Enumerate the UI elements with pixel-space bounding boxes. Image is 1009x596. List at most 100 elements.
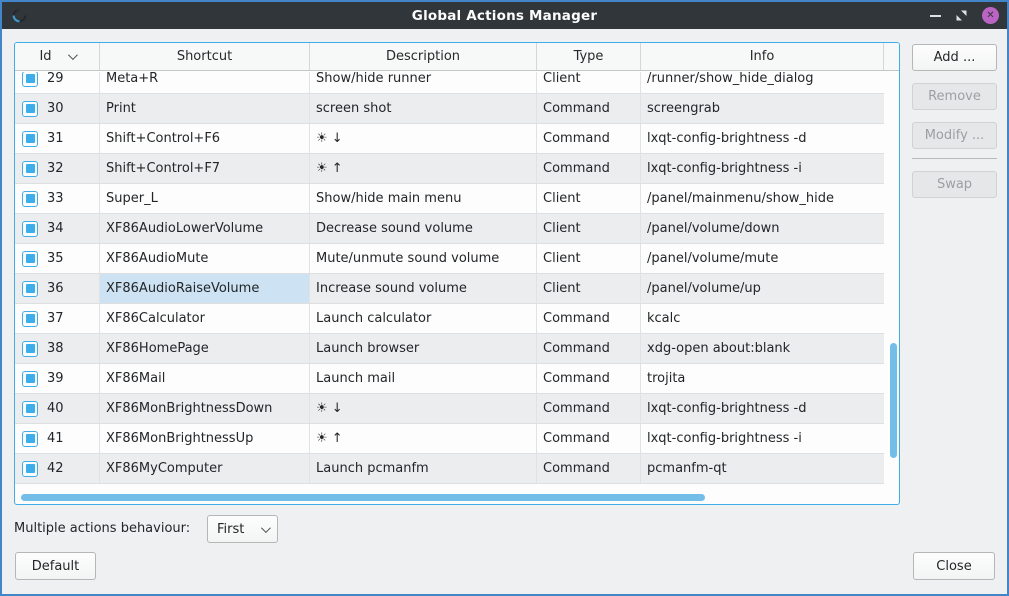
column-header-id[interactable]: Id (15, 43, 100, 70)
row-info-cell[interactable]: /runner/show_hide_dialog (647, 72, 814, 86)
row-info-cell[interactable]: lxqt-config-brightness -i (647, 161, 802, 176)
row-enabled-checkbox[interactable] (22, 130, 38, 147)
row-type-cell[interactable]: Client (537, 274, 641, 303)
row-info-cell[interactable]: pcmanfm-qt (647, 461, 727, 476)
row-description-cell[interactable]: ☀ ↓ (310, 394, 537, 423)
column-header-shortcut[interactable]: Shortcut (100, 43, 310, 70)
row-shortcut-cell[interactable]: XF86Mail (100, 364, 310, 393)
row-enabled-checkbox[interactable] (22, 160, 38, 177)
row-shortcut-cell[interactable]: XF86AudioLowerVolume (100, 214, 310, 243)
row-enabled-checkbox[interactable] (22, 430, 38, 447)
row-shortcut-cell[interactable]: XF86HomePage (100, 334, 310, 363)
row-info-cell[interactable]: xdg-open about:blank (647, 341, 791, 356)
row-type-cell[interactable]: Command (537, 154, 641, 183)
row-description-cell[interactable]: Launch calculator (310, 304, 537, 333)
add-button[interactable]: Add ... (912, 44, 997, 71)
row-shortcut-cell[interactable]: XF86AudioMute (100, 244, 310, 273)
row-info-cell[interactable]: lxqt-config-brightness -d (647, 131, 807, 146)
row-shortcut-cell[interactable]: XF86Calculator (100, 304, 310, 333)
restore-icon[interactable] (955, 9, 968, 22)
row-description-cell[interactable]: Mute/unmute sound volume (310, 244, 537, 273)
row-type-cell[interactable]: Command (537, 334, 641, 363)
row-shortcut-cell[interactable]: XF86MonBrightnessUp (100, 424, 310, 453)
titlebar[interactable]: Global Actions Manager ✕ (2, 2, 1007, 29)
row-enabled-checkbox[interactable] (22, 340, 38, 357)
row-type-cell[interactable]: Command (537, 94, 641, 123)
row-info-cell[interactable]: lxqt-config-brightness -i (647, 431, 802, 446)
row-description-cell[interactable]: screen shot (310, 94, 537, 123)
row-type-cell[interactable]: Client (537, 184, 641, 213)
row-shortcut-cell[interactable]: Meta+R (100, 72, 310, 93)
row-type-cell[interactable]: Client (537, 72, 641, 93)
row-enabled-checkbox[interactable] (22, 370, 38, 387)
remove-button[interactable]: Remove (912, 83, 997, 110)
row-description-cell[interactable]: Launch mail (310, 364, 537, 393)
row-description-cell[interactable]: Decrease sound volume (310, 214, 537, 243)
default-button[interactable]: Default (15, 552, 96, 580)
row-enabled-checkbox[interactable] (22, 400, 38, 417)
row-description-cell[interactable]: ☀ ↑ (310, 154, 537, 183)
row-description-cell[interactable]: Show/hide runner (310, 72, 537, 93)
row-enabled-checkbox[interactable] (22, 460, 38, 477)
row-info-cell[interactable]: lxqt-config-brightness -d (647, 401, 807, 416)
row-enabled-checkbox[interactable] (22, 250, 38, 267)
row-info-cell[interactable]: screengrab (647, 101, 721, 116)
row-info-cell[interactable]: trojita (647, 371, 686, 386)
row-shortcut-cell[interactable]: XF86AudioRaiseVolume (100, 274, 310, 303)
row-shortcut-cell[interactable]: Shift+Control+F6 (100, 124, 310, 153)
row-enabled-checkbox[interactable] (22, 280, 38, 297)
column-header-description[interactable]: Description (310, 43, 537, 70)
column-header-type[interactable]: Type (537, 43, 641, 70)
row-description-cell[interactable]: ☀ ↓ (310, 124, 537, 153)
horizontal-scrollbar[interactable] (21, 494, 705, 501)
row-description-cell[interactable]: Launch pcmanfm (310, 454, 537, 483)
row-enabled-checkbox[interactable] (22, 100, 38, 117)
row-description-cell[interactable]: ☀ ↑ (310, 424, 537, 453)
row-info-cell[interactable]: /panel/volume/mute (647, 251, 779, 266)
row-enabled-checkbox[interactable] (22, 190, 38, 207)
row-enabled-checkbox[interactable] (22, 72, 38, 87)
modify-button[interactable]: Modify ... (912, 122, 997, 149)
row-info-cell[interactable]: /panel/volume/up (647, 281, 761, 296)
row-description-cell[interactable]: Launch browser (310, 334, 537, 363)
row-description-cell[interactable]: Increase sound volume (310, 274, 537, 303)
row-enabled-checkbox[interactable] (22, 220, 38, 237)
row-description-cell[interactable]: Show/hide main menu (310, 184, 537, 213)
vertical-scrollbar[interactable] (890, 343, 897, 458)
row-type-cell[interactable]: Command (537, 424, 641, 453)
column-header-info[interactable]: Info (641, 43, 884, 70)
row-info-cell[interactable]: /panel/volume/down (647, 221, 780, 236)
row-type-cell[interactable]: Client (537, 244, 641, 273)
close-button[interactable]: Close (913, 552, 995, 580)
close-icon[interactable]: ✕ (982, 7, 999, 24)
row-shortcut-cell[interactable]: Shift+Control+F7 (100, 154, 310, 183)
row-type-cell[interactable]: Command (537, 364, 641, 393)
row-type-cell[interactable]: Client (537, 214, 641, 243)
row-info-cell[interactable]: kcalc (647, 311, 681, 326)
row-shortcut-cell[interactable]: XF86MonBrightnessDown (100, 394, 310, 423)
minimize-icon[interactable] (930, 14, 941, 17)
row-enabled-checkbox[interactable] (22, 310, 38, 327)
row-type-cell[interactable]: Command (537, 394, 641, 423)
swap-button[interactable]: Swap (912, 171, 997, 198)
row-info-cell[interactable]: /panel/mainmenu/show_hide (647, 191, 835, 206)
row-type-cell[interactable]: Command (537, 304, 641, 333)
row-type-cell[interactable]: Command (537, 124, 641, 153)
row-type-cell[interactable]: Command (537, 454, 641, 483)
row-shortcut-cell[interactable]: Super_L (100, 184, 310, 213)
row-shortcut-cell[interactable]: XF86MyComputer (100, 454, 310, 483)
